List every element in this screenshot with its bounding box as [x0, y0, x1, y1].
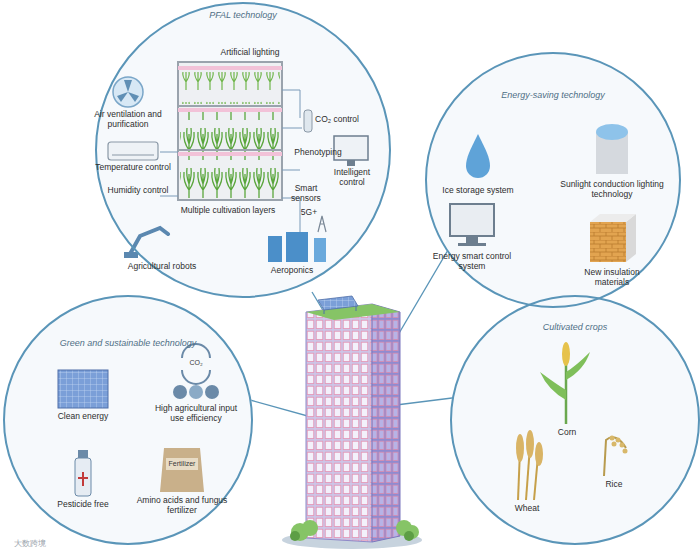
item-label: 5G+: [297, 208, 321, 218]
item-label: Temperature control: [93, 163, 173, 173]
item-label: Ice storage system: [433, 186, 523, 196]
item-label: Sunlight conduction lighting technology: [557, 180, 667, 199]
item-label: CO₂ control: [308, 115, 366, 125]
icon-label: CO₂: [189, 359, 202, 366]
callout-circle: Green and sustainable technologyClean en…: [3, 295, 253, 545]
item-label: Corn: [547, 428, 587, 438]
item-label: Pesticide free: [48, 500, 118, 510]
technology-item: Smart sensors: [285, 184, 327, 206]
item-label: Aeroponics: [257, 266, 327, 276]
item-label: Agricultural robots: [117, 262, 207, 272]
callout-circle: PFAL technologyArtificial lightingAir ve…: [95, 2, 391, 298]
circle-title: Cultivated crops: [515, 322, 635, 332]
technology-item: New insulation materials: [576, 268, 648, 290]
technology-item: High agricultural input use efficiency: [148, 404, 244, 426]
technology-item: Intelligent control: [326, 168, 378, 190]
callout-circle: Energy-saving technologyIce storage syst…: [425, 52, 681, 308]
item-label: Amino acids and fungus fertilizer: [132, 496, 232, 515]
item-label: Air ventilation and purification: [88, 110, 168, 129]
item-label: New insulation materials: [576, 268, 648, 287]
technology-item: Artificial lighting: [200, 48, 300, 60]
technology-item: Multiple cultivation layers: [163, 206, 293, 218]
technology-item: Temperature control: [93, 163, 173, 175]
technology-item: Air ventilation and purification: [88, 110, 168, 132]
technology-item: Humidity control: [103, 186, 173, 198]
item-label: Multiple cultivation layers: [163, 206, 293, 216]
circle-title: Energy-saving technology: [478, 90, 628, 100]
icon-label: Fertilizer: [169, 460, 196, 467]
item-label: Humidity control: [103, 186, 173, 196]
item-label: Intelligent control: [326, 168, 378, 187]
callout-circle: Cultivated cropsCornWheat Rice: [450, 295, 700, 545]
technology-item: Clean energy: [48, 412, 118, 424]
technology-item: Aeroponics: [257, 266, 327, 278]
circle-title: PFAL technology: [163, 10, 323, 20]
technology-item: Sunlight conduction lighting technology: [557, 180, 667, 202]
technology-item: Pesticide free: [48, 500, 118, 512]
item-label: Energy smart control system: [432, 252, 512, 271]
item-label: Clean energy: [48, 412, 118, 422]
circle-outline: [450, 295, 700, 545]
item-label: Artificial lighting: [200, 48, 300, 58]
circle-outline: [95, 2, 391, 298]
item-label: High agricultural input use efficiency: [148, 404, 244, 423]
technology-item: Rice: [594, 480, 634, 492]
item-label: Phenotyping: [290, 148, 346, 158]
technology-item: 5G+: [297, 208, 321, 220]
technology-item: Agricultural robots: [117, 262, 207, 274]
item-label: Wheat: [507, 504, 547, 514]
technology-item: Corn: [547, 428, 587, 440]
item-label: Rice: [594, 480, 634, 490]
technology-item: CO₂ control: [308, 115, 366, 127]
technology-item: Ice storage system: [433, 186, 523, 198]
technology-item: Energy smart control system: [432, 252, 512, 274]
item-label: Smart sensors: [285, 184, 327, 203]
circle-title: Green and sustainable technology: [43, 338, 213, 348]
technology-item: Amino acids and fungus fertilizer: [132, 496, 232, 518]
technology-item: Phenotyping: [290, 148, 346, 160]
technology-item: Wheat: [507, 504, 547, 516]
watermark: 大数跨境: [14, 538, 46, 549]
